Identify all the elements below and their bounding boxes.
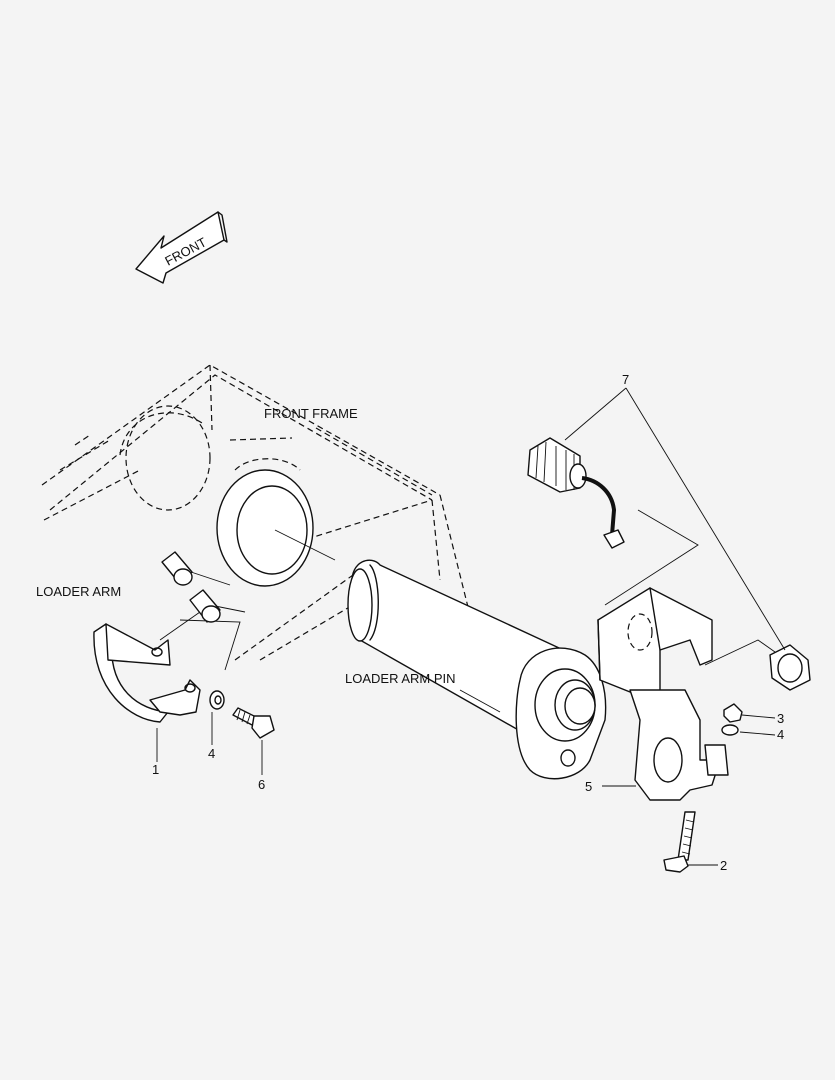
part-5-sensor-bracket — [597, 587, 729, 801]
part-6-bolt — [232, 707, 275, 775]
frame-bore-ring — [216, 458, 336, 587]
callout-5: 5 — [585, 779, 592, 794]
loader-arm-label: LOADER ARM — [36, 584, 121, 599]
loader-arm-pin — [347, 559, 607, 780]
part-7-proximity-sensor — [527, 437, 625, 549]
part-4-washer-right — [721, 724, 776, 736]
callout-4-left: 4 — [208, 746, 215, 761]
sensor-alignment-lines — [604, 509, 776, 666]
bushing-lower — [189, 589, 221, 623]
callout-7: 7 — [622, 372, 629, 387]
callout-1: 1 — [152, 762, 159, 777]
callout-3: 3 — [777, 711, 784, 726]
part-7-nut — [769, 644, 811, 691]
callout-4-right: 4 — [777, 727, 784, 742]
callout-7-leaders — [564, 387, 786, 651]
part-2-bolt — [663, 811, 718, 873]
part-3-small-nut — [723, 703, 776, 723]
loader-arm-pin-label: LOADER ARM PIN — [345, 671, 456, 686]
part-1-retainer-plate — [93, 623, 201, 762]
bushing-upper — [161, 551, 193, 586]
front-arrow: FRONT — [135, 211, 228, 284]
part-4-washer-left — [209, 690, 225, 745]
front-frame-label: FRONT FRAME — [264, 406, 358, 421]
callout-6: 6 — [258, 777, 265, 792]
bushing-leaders — [159, 569, 246, 671]
callout-2: 2 — [720, 858, 727, 873]
